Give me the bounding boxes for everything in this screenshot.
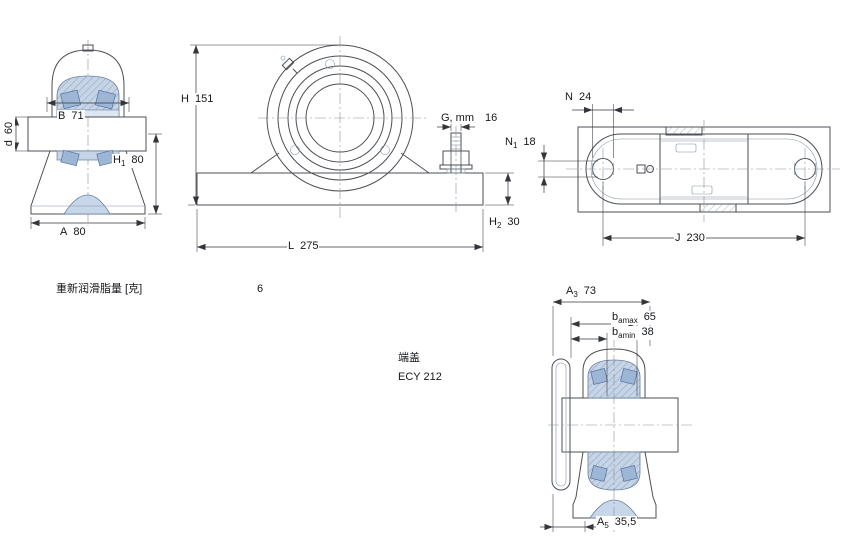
dim-name: b xyxy=(612,311,619,323)
dim-name: H xyxy=(113,154,121,166)
cover-hole xyxy=(380,145,390,155)
dim-value: 65 xyxy=(643,311,656,323)
end-cover-value: ECY 212 xyxy=(397,371,443,383)
roller xyxy=(590,368,608,385)
emboss-plate xyxy=(691,185,713,195)
dim-label-bamax: bamax 65 xyxy=(611,311,657,326)
roller xyxy=(620,368,638,385)
dim-label-H: H 151 xyxy=(180,93,215,105)
dim-name: H xyxy=(489,216,497,228)
housing-cap xyxy=(51,49,125,118)
cover-hole xyxy=(290,145,300,155)
cap-nub xyxy=(82,44,94,52)
section-mark-bottom xyxy=(699,203,737,213)
dim-name: A xyxy=(60,226,68,238)
dim-H2 xyxy=(485,172,514,206)
dim-label-H2: H2 30 xyxy=(488,216,521,231)
relubrication-value: 6 xyxy=(256,283,265,295)
dim-name: H xyxy=(181,93,189,105)
dim-value: 151 xyxy=(194,93,214,105)
dim-name: d xyxy=(3,140,15,147)
dim-B xyxy=(46,97,130,112)
dim-value: 16 xyxy=(485,112,498,124)
dim-name: L xyxy=(288,240,295,252)
dim-value: 275 xyxy=(300,240,319,252)
dim-value: 35,5 xyxy=(614,516,637,528)
dim-value: 230 xyxy=(686,232,705,244)
dim-value: 80 xyxy=(131,154,144,166)
dim-label-A: A 80 xyxy=(59,226,87,238)
dim-H xyxy=(188,44,338,206)
roller xyxy=(60,149,80,167)
dim-label-H1: H1 80 xyxy=(112,154,145,169)
dim-bamin xyxy=(571,333,608,396)
dim-label-J: J 230 xyxy=(674,232,706,244)
dim-sub: 3 xyxy=(573,290,578,300)
dim-label-N1: N1 18 xyxy=(504,136,537,151)
dim-name: A xyxy=(566,285,574,297)
front-section-view xyxy=(11,40,162,229)
dim-value: 38 xyxy=(641,326,654,338)
dim-label-L: L 275 xyxy=(287,240,320,252)
dim-sub: amax xyxy=(618,316,638,326)
relubrication-label: 重新润滑脂量 [克] xyxy=(55,283,144,295)
top-view xyxy=(538,104,840,246)
front-view xyxy=(188,36,514,252)
dim-value: 80 xyxy=(73,226,86,238)
dim-N1 xyxy=(538,145,598,193)
section-mark-top xyxy=(665,126,703,136)
dim-label-d: d 60 xyxy=(3,113,15,155)
shaft-section xyxy=(27,116,147,152)
dim-value: 73 xyxy=(583,285,597,297)
dim-sub: 1 xyxy=(512,141,518,151)
dim-L xyxy=(196,209,484,252)
dim-value: 18 xyxy=(523,136,536,148)
dim-sub: 2 xyxy=(496,221,502,231)
dim-label-N: N 24 xyxy=(564,91,593,103)
roller xyxy=(620,465,638,482)
dim-name: A xyxy=(597,516,605,528)
side-section-view xyxy=(540,298,692,532)
grease-nipple xyxy=(280,55,298,74)
dim-name: N xyxy=(565,91,573,103)
dim-label-bamin: bamin 38 xyxy=(611,326,655,341)
end-cover xyxy=(551,358,571,491)
roller xyxy=(590,465,608,482)
housing-cap-side xyxy=(582,348,646,399)
emboss-plate xyxy=(675,143,697,153)
dim-value: 60 xyxy=(3,121,15,135)
attachment-bolt xyxy=(439,126,473,212)
dim-A5 xyxy=(540,494,598,532)
dim-value: 24 xyxy=(578,91,592,103)
dim-sub: 5 xyxy=(604,521,609,531)
dim-label-B: B 71 xyxy=(57,110,85,122)
dim-value: 71 xyxy=(71,110,84,122)
dim-value: 30 xyxy=(507,216,520,228)
dim-name: b xyxy=(612,326,619,338)
dim-G xyxy=(437,123,475,131)
dim-sub: amin xyxy=(618,331,636,341)
dim-label-A5: A5 35,5 xyxy=(596,516,638,531)
dim-label-G: G, mm 16 xyxy=(440,112,499,124)
foot-arch xyxy=(63,194,111,215)
housing-base-side xyxy=(572,451,657,519)
dim-N xyxy=(572,104,634,158)
cover-hole xyxy=(325,59,335,69)
dim-name: J xyxy=(675,232,681,244)
dim-label-A3: A3 73 xyxy=(565,285,598,300)
dim-name: B xyxy=(58,110,66,122)
dim-name: G, mm xyxy=(441,112,474,124)
end-cover-label: 端盖 xyxy=(397,352,421,364)
dim-H1 xyxy=(148,133,162,215)
dim-sub: 1 xyxy=(120,159,126,169)
dim-name: N xyxy=(505,136,513,148)
dim-A xyxy=(30,217,146,229)
